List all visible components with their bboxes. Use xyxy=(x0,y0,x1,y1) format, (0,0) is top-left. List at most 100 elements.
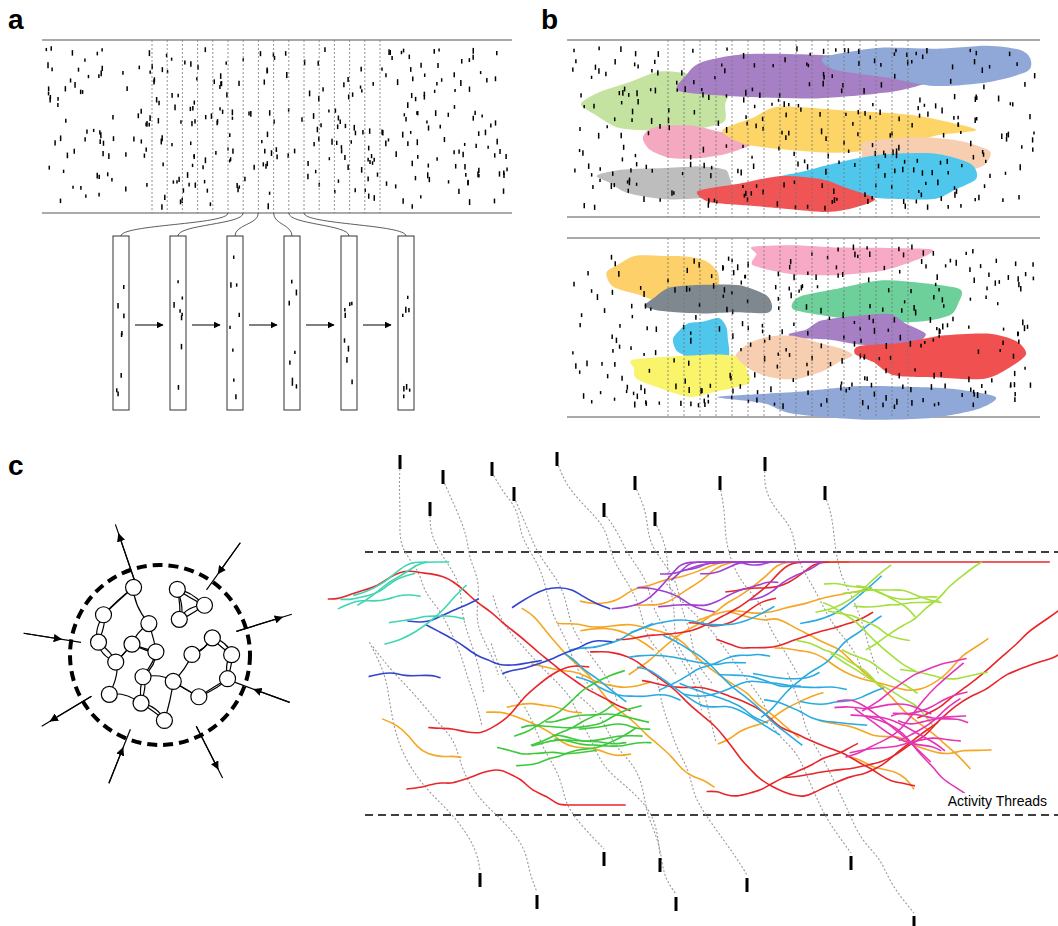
spike-tick xyxy=(914,368,916,371)
neuron xyxy=(135,669,151,685)
spike-tick xyxy=(733,270,735,275)
spike-tick xyxy=(267,161,269,166)
spike-tick xyxy=(820,403,822,407)
spike-tick xyxy=(1003,328,1005,331)
spike-tick xyxy=(309,90,311,96)
spike-tick xyxy=(122,71,124,75)
spike-tick xyxy=(740,170,742,176)
spike-tick xyxy=(809,82,811,86)
spike-tick xyxy=(433,49,435,54)
spike-tick xyxy=(764,457,767,471)
spike-tick xyxy=(925,182,927,185)
spike-tick xyxy=(60,135,62,141)
spike-tick xyxy=(807,271,809,275)
spike-tick xyxy=(614,261,616,266)
spike-tick xyxy=(700,388,702,394)
spike-tick xyxy=(607,374,609,378)
spike-tick xyxy=(772,64,774,67)
input-path xyxy=(443,480,498,675)
spike-tick xyxy=(80,90,82,95)
spike-tick xyxy=(854,251,856,257)
spike-tick xyxy=(478,131,480,136)
spike-tick xyxy=(381,130,383,135)
spike-tick xyxy=(1033,277,1035,281)
spike-tick xyxy=(117,392,119,397)
spike-tick xyxy=(437,63,439,68)
activity-thread xyxy=(750,562,821,600)
spike-tick xyxy=(57,103,59,107)
neuron xyxy=(90,634,106,650)
spike-tick xyxy=(469,87,471,92)
spike-tick xyxy=(573,282,575,287)
io-arrow xyxy=(254,689,290,702)
spike-tick xyxy=(411,204,413,208)
spike-tick xyxy=(1017,276,1019,282)
spike-tick xyxy=(921,259,923,264)
spike-tick xyxy=(313,142,315,146)
spike-tick xyxy=(269,110,271,115)
spike-tick xyxy=(1034,73,1036,78)
spike-tick xyxy=(676,81,678,85)
spike-tick xyxy=(659,858,662,872)
spike-tick xyxy=(636,183,638,186)
spike-tick xyxy=(690,155,692,160)
spike-tick xyxy=(121,333,123,337)
spike-tick xyxy=(101,66,103,71)
spike-tick xyxy=(871,383,873,388)
spike-tick xyxy=(80,186,82,190)
spike-tick xyxy=(950,259,952,263)
spike-tick xyxy=(420,63,422,68)
spike-tick xyxy=(72,186,74,189)
spike-tick xyxy=(852,122,854,126)
spike-tick xyxy=(1015,261,1017,266)
spike-tick xyxy=(807,331,809,335)
spike-tick xyxy=(1018,340,1020,344)
spike-tick xyxy=(756,184,758,187)
spike-tick xyxy=(643,353,645,356)
spike-tick xyxy=(782,403,784,409)
spike-tick xyxy=(417,155,419,159)
spike-tick xyxy=(754,63,756,67)
spike-tick xyxy=(751,156,753,159)
spike-tick xyxy=(973,393,975,397)
spike-tick xyxy=(1022,319,1024,325)
spike-tick xyxy=(869,304,871,308)
spike-tick xyxy=(958,123,960,127)
spike-tick xyxy=(181,344,183,349)
spike-tick xyxy=(624,87,626,92)
spike-tick xyxy=(1016,62,1018,66)
output-path xyxy=(788,673,914,913)
spike-tick xyxy=(125,152,127,156)
spike-tick xyxy=(692,49,694,53)
spike-tick xyxy=(718,121,720,126)
spike-tick xyxy=(744,275,746,278)
spike-tick xyxy=(771,103,773,106)
spike-tick xyxy=(1021,145,1023,148)
spike-tick xyxy=(807,371,809,376)
spike-tick xyxy=(690,338,692,344)
spike-tick xyxy=(646,165,648,169)
spike-tick xyxy=(915,310,917,316)
spike-tick xyxy=(237,187,239,192)
neuron xyxy=(133,695,149,711)
activity-thread xyxy=(426,625,542,666)
activity-thread xyxy=(862,658,966,711)
spike-tick xyxy=(499,171,501,176)
spike-tick xyxy=(830,362,832,366)
spike-tick xyxy=(806,62,808,65)
projection-curve xyxy=(289,213,349,236)
time-bin-line xyxy=(716,238,717,417)
panel-c-network xyxy=(24,524,292,783)
spike-tick xyxy=(954,192,956,198)
spike-tick xyxy=(880,63,882,67)
spike-tick xyxy=(781,329,783,334)
spike-tick xyxy=(643,196,645,202)
spike-tick xyxy=(614,362,616,367)
activity-thread xyxy=(637,588,714,612)
spike-tick xyxy=(158,101,160,105)
time-bin-line xyxy=(700,238,701,417)
spike-tick xyxy=(111,178,113,182)
spike-tick xyxy=(180,199,182,204)
spike-tick xyxy=(983,84,985,89)
